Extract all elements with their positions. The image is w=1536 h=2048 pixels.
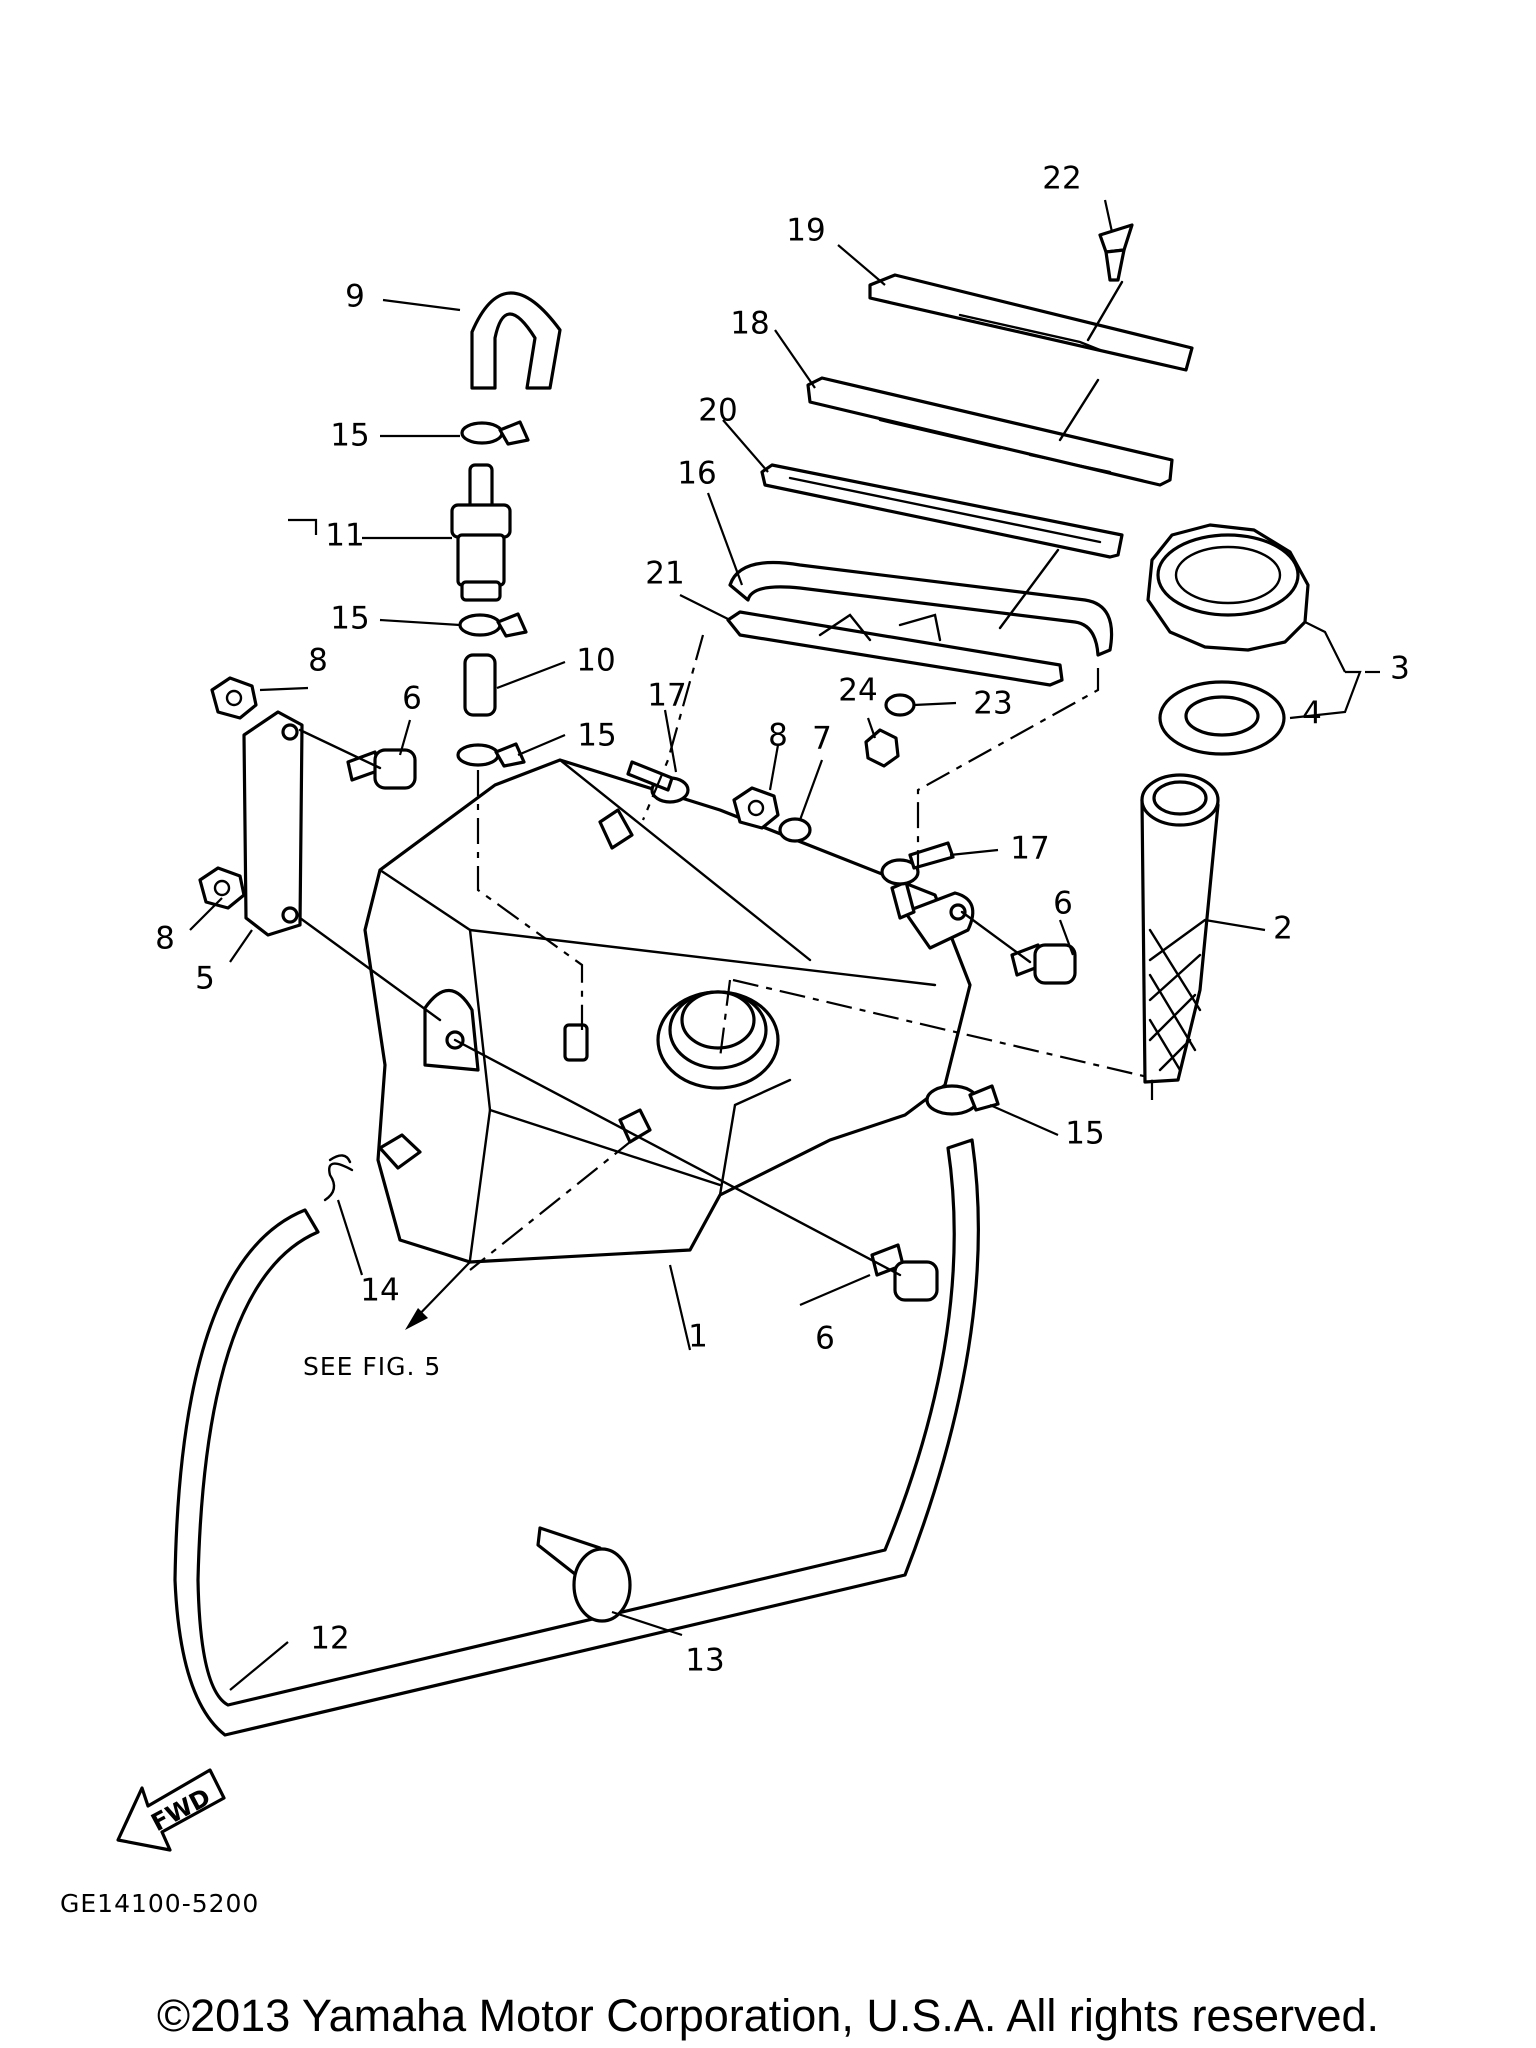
callout-17a: 17 [647,678,686,714]
callout-12: 12 [310,1621,349,1657]
callout-22: 22 [1042,161,1081,197]
hose-clamp-lower [456,742,526,768]
callout-2: 2 [1273,911,1293,947]
callout-15a: 15 [330,418,369,454]
upper-cover-plate [806,376,1174,487]
callout-21: 21 [645,556,684,592]
callout-1: 1 [688,1319,708,1355]
screw [1098,223,1134,282]
callout-6c: 6 [815,1321,835,1357]
callout-labels: 1 2 3 4 5 6 6 6 7 8 8 8 9 10 11 12 13 14… [155,161,1410,1679]
callout-14: 14 [360,1273,399,1309]
callout-8a: 8 [308,643,328,679]
diagram-code: GE14100-5200 [60,1889,259,1918]
callout-8c: 8 [768,718,788,754]
callout-18: 18 [730,306,769,342]
forward-arrow: FWD [116,1768,226,1852]
see-fig-note: SEE FIG. 5 [303,1352,441,1381]
cap-gasket [1158,680,1286,756]
leader-lines [189,199,1380,1691]
callout-19: 19 [786,213,825,249]
callout-7: 7 [812,721,832,757]
pipe-clip-left [626,760,690,804]
hose-clamp-valve [458,612,528,638]
nut-upper-left [210,676,258,720]
copyright-notice: ©2013 Yamaha Motor Corporation, U.S.A. A… [156,1990,1380,2041]
lower-bracket [726,610,1064,687]
alignment-lines [298,280,1154,1277]
bolt-right [1010,943,1077,985]
callout-15b: 15 [330,601,369,637]
callout-6b: 6 [1053,886,1073,922]
small-nut [864,728,900,768]
callout-13: 13 [685,1643,724,1679]
callout-23: 23 [973,686,1012,722]
gasket-strip [760,463,1124,559]
callout-16: 16 [677,456,716,492]
inline-valve [450,463,512,602]
callout-15d: 15 [1065,1116,1104,1152]
callout-15c: 15 [577,718,616,754]
callout-20: 20 [698,393,737,429]
fuel-cap [1146,523,1310,652]
fuel-tank [363,758,975,1264]
callout-8b: 8 [155,921,175,957]
hose-tie [536,1526,632,1623]
callout-3: 3 [1390,651,1410,687]
callout-17b: 17 [1010,831,1049,867]
fuel-strainer [1140,773,1220,1084]
fuel-hose [173,1138,980,1737]
callout-24: 24 [838,673,877,709]
callout-4: 4 [1302,696,1322,732]
nut-lower-left [198,866,246,910]
hose-clamp-right [925,1084,1000,1116]
short-hose [463,653,497,717]
hose-clip [323,1154,354,1202]
callout-10: 10 [576,643,615,679]
washer [778,817,812,843]
hose-clamp-top [460,420,530,446]
tank-bracket [242,710,304,937]
nut-center [732,786,780,830]
pipe-clip-right [880,841,955,886]
callout-9: 9 [345,279,365,315]
vent-tube [728,560,1114,657]
callout-11: 11 [325,518,364,554]
bolt-upper-left [346,748,417,790]
bolt-lower [870,1243,939,1302]
see-fig-arrow [405,1261,471,1330]
callout-5: 5 [195,961,215,997]
top-cover-plate [868,273,1194,372]
small-clip [884,693,916,717]
callout-6a: 6 [402,681,422,717]
vent-hose [470,291,562,390]
